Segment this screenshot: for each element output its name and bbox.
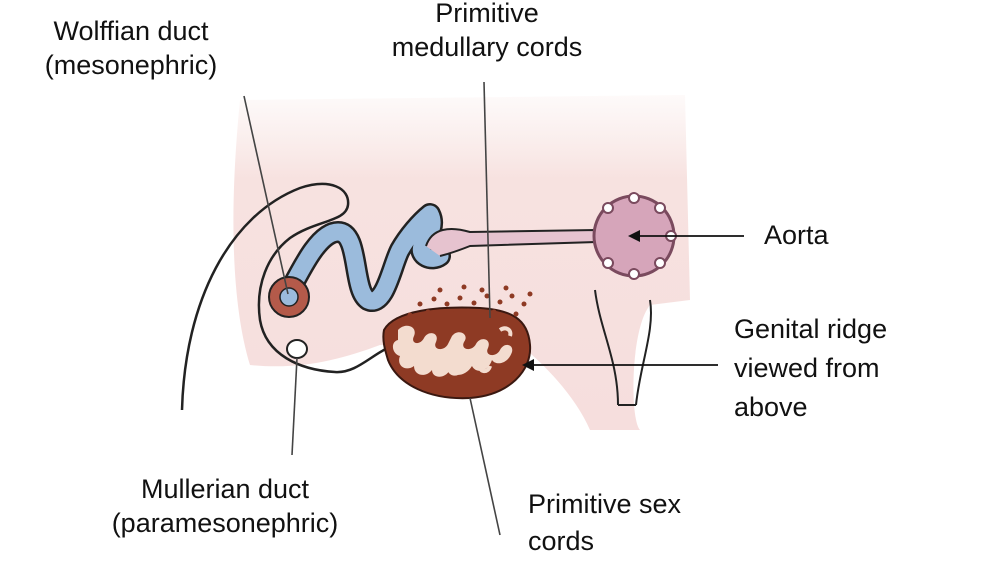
aorta-label-text: Aorta [764,220,829,250]
wolffian-leader-line [243,95,289,295]
wolffian-duct-lumen [279,287,299,307]
aorta-label: Aorta [764,218,829,252]
genital-ridge-label-line1: Genital ridge [734,314,888,344]
aorta-wall-bumps [602,192,677,280]
wolffian-duct-label-line2: (mesonephric) [44,50,218,80]
sex-cords-pattern [392,325,513,377]
wolffian-duct-label-line1: Wolffian duct [53,16,209,46]
primitive-sex-cords-label-line2: cords [528,526,595,556]
primitive-medullary-cords-label: Primitive medullary cords [362,0,612,64]
genital-ridge-label-line3: above [734,392,808,422]
medullary-cord-dots [407,284,533,323]
primitive-sex-cords-label-line1: Primitive sex [528,489,682,519]
mullerian-leader-line [291,357,298,456]
sex-cords-leader-line [469,397,501,536]
genital-ridge-label-line2: viewed from [734,353,880,383]
primitive-medullary-label-line1: Primitive [435,0,539,28]
primitive-medullary-label-line2: medullary cords [391,32,583,62]
mullerian-duct-label-line1: Mullerian duct [140,474,310,504]
wolffian-duct-label: Wolffian duct (mesonephric) [16,14,246,82]
medullary-leader-line [483,81,491,319]
mesentery-right [635,299,652,406]
mesonephric-tubule-fill [277,205,449,310]
genital-ridge-label: Genital ridge viewed from above [734,310,887,427]
primitive-sex-cords-label: Primitive sex cords [528,486,681,560]
body-wall-outline [180,182,520,411]
mullerian-duct [286,339,308,359]
tissue-background [233,95,690,430]
mullerian-duct-label-line2: (paramesonephric) [111,508,339,538]
mullerian-duct-label: Mullerian duct (paramesonephric) [88,472,362,540]
mesentery-left [594,289,619,406]
